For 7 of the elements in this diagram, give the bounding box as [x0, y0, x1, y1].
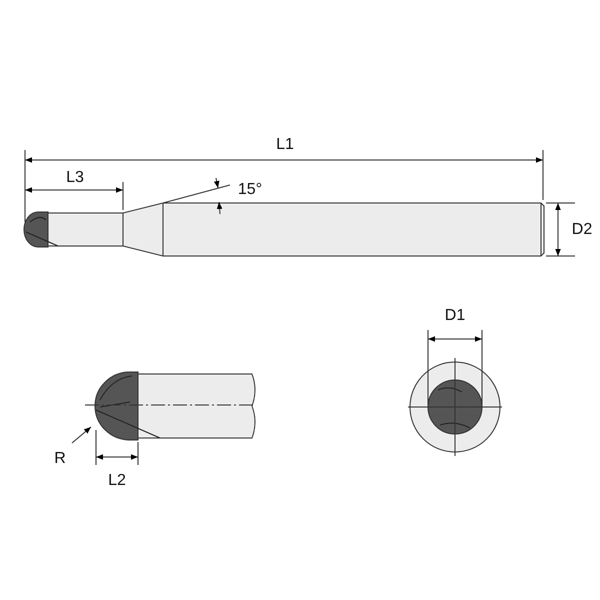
dimension-label: L3: [66, 170, 84, 186]
dimension-label: D1: [444, 308, 466, 324]
dimension-label: D2: [572, 222, 592, 238]
dimension-label: R: [54, 451, 66, 467]
dimension-label: L1: [276, 137, 294, 153]
dimension-label: L2: [108, 473, 126, 489]
dimension-label: 15°: [238, 182, 262, 198]
